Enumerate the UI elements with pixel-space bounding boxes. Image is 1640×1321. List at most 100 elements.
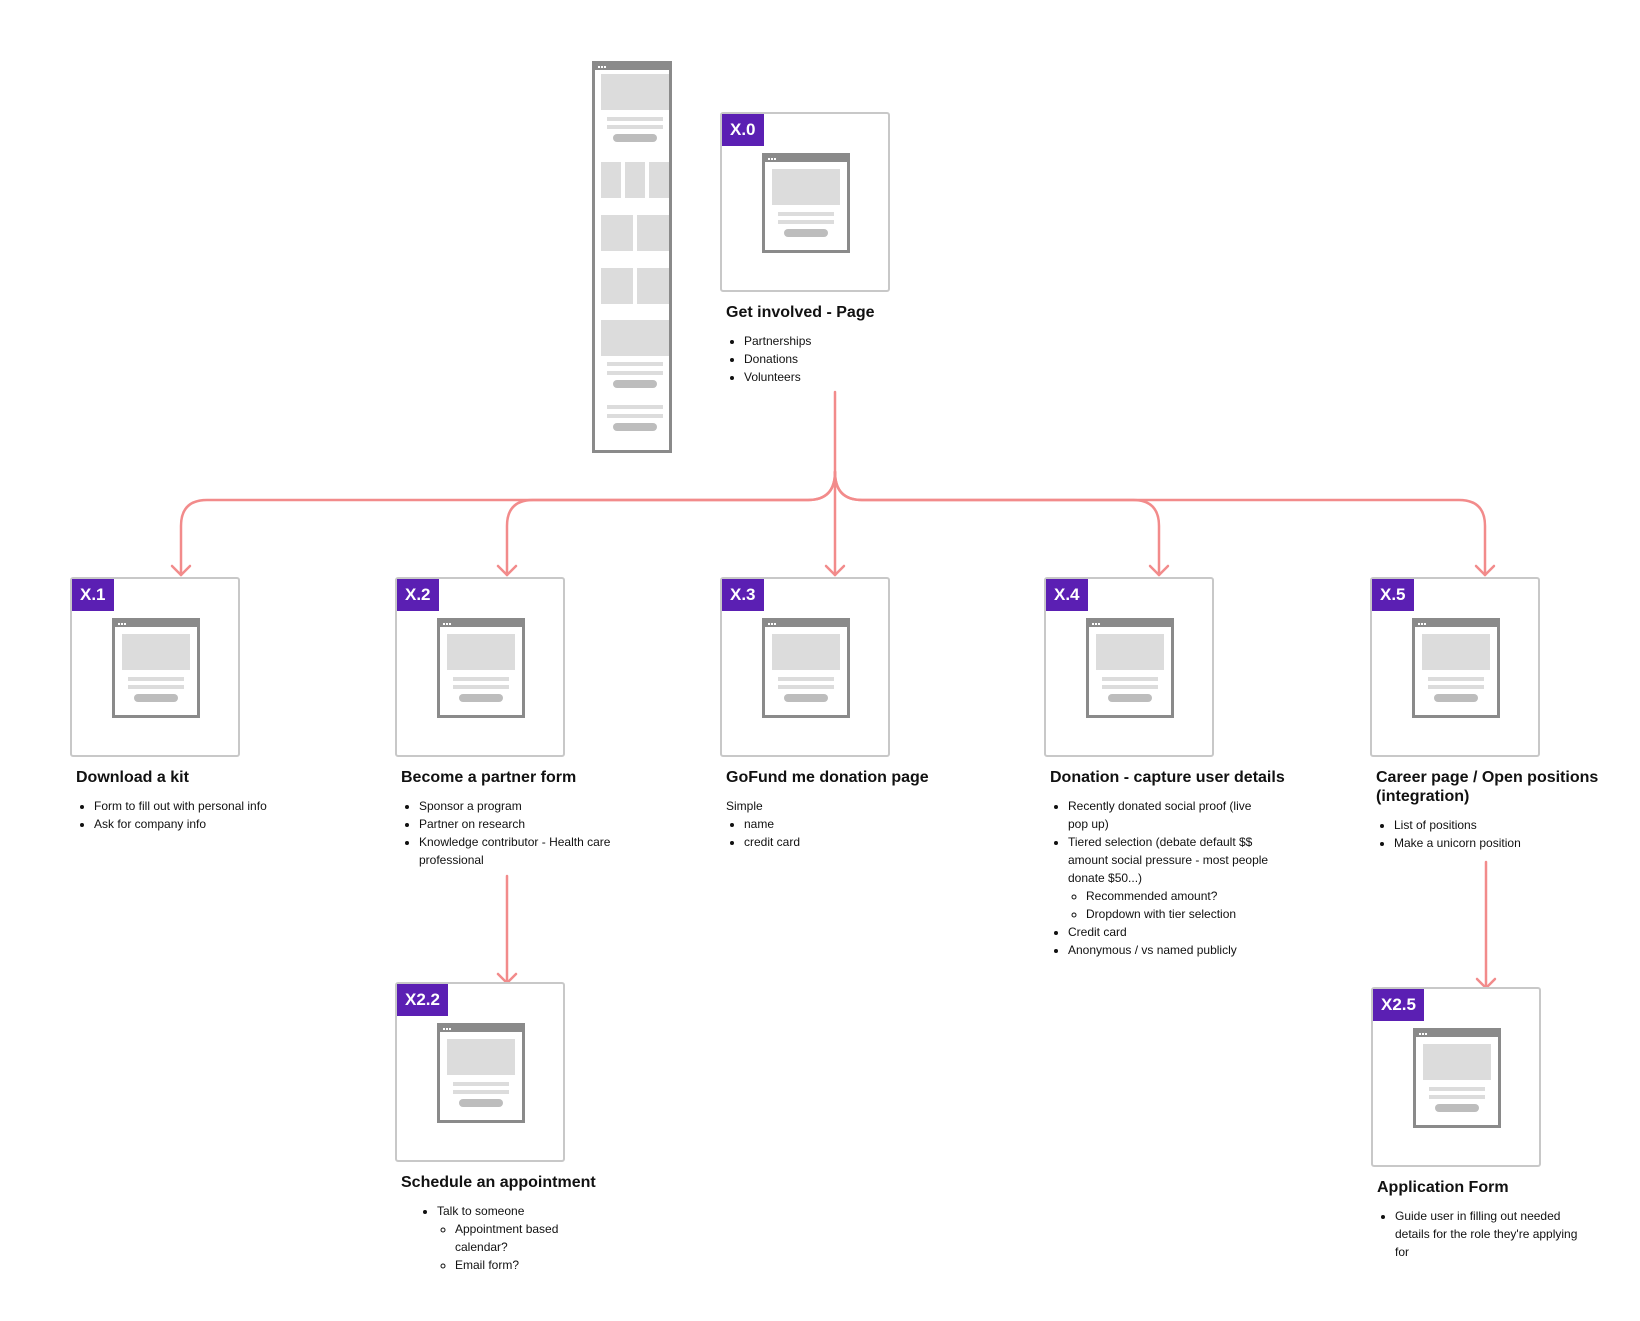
bullet-item: Talk to someone Appointment based calend… bbox=[437, 1202, 641, 1274]
bullet-list: Form to fill out with personal info Ask … bbox=[76, 797, 296, 833]
column-placeholder bbox=[601, 215, 633, 251]
bullet-item: Credit card bbox=[1068, 923, 1273, 941]
sub-bullet-item: Appointment based calendar? bbox=[455, 1220, 585, 1256]
text-line-placeholder bbox=[607, 117, 663, 121]
wireframe-screen-icon bbox=[437, 1023, 525, 1123]
node-x25-text: Application Form Guide user in filling o… bbox=[1377, 1178, 1597, 1261]
banner-placeholder bbox=[601, 320, 669, 356]
bullet-item: Knowledge contributor - Health care prof… bbox=[419, 833, 616, 869]
button-placeholder bbox=[613, 380, 657, 388]
bullet-item: Anonymous / vs named publicly bbox=[1068, 941, 1273, 959]
text-line-placeholder bbox=[607, 362, 663, 366]
connector-to-x5 bbox=[833, 470, 1487, 577]
node-badge: X.5 bbox=[1372, 579, 1414, 611]
sub-bullet-item: Email form? bbox=[455, 1256, 585, 1274]
arrow-down-icon bbox=[824, 564, 846, 577]
bullet-list: Recently donated social proof (live pop … bbox=[1050, 797, 1273, 959]
bullet-item: List of positions bbox=[1394, 816, 1631, 834]
node-badge: X2.5 bbox=[1373, 989, 1424, 1021]
arrow-down-icon bbox=[1148, 564, 1170, 577]
node-title: Download a kit bbox=[76, 769, 189, 786]
wireframe-screen-icon bbox=[762, 618, 850, 718]
bullet-item: credit card bbox=[744, 833, 986, 851]
arrow-down-icon bbox=[170, 564, 192, 577]
bullet-item: Tiered selection (debate default $$ amou… bbox=[1068, 833, 1273, 923]
node-x4-text: Donation - capture user details Recently… bbox=[1050, 768, 1320, 959]
bullet-item: Form to fill out with personal info bbox=[94, 797, 296, 815]
button-placeholder bbox=[613, 423, 657, 431]
bullet-item: name bbox=[744, 815, 986, 833]
bullet-list: name credit card bbox=[726, 815, 986, 851]
node-x1-text: Download a kit Form to fill out with per… bbox=[76, 768, 296, 833]
wireframe-screen-icon bbox=[762, 153, 850, 253]
node-title: Career page / Open positions (integratio… bbox=[1376, 769, 1599, 805]
node-x3-card: X.3 bbox=[720, 577, 890, 757]
node-x0-text: Get involved - Page Partnerships Donatio… bbox=[726, 303, 1026, 386]
column-placeholder bbox=[637, 215, 669, 251]
bullet-item: Partner on research bbox=[419, 815, 616, 833]
sub-bullet-item: Recommended amount? bbox=[1086, 887, 1273, 905]
bullet-list: Sponsor a program Partner on research Kn… bbox=[401, 797, 616, 869]
wireframe-screen-icon bbox=[437, 618, 525, 718]
bullet-item: Sponsor a program bbox=[419, 797, 616, 815]
node-badge: X.4 bbox=[1046, 579, 1088, 611]
bullet-item: Volunteers bbox=[744, 368, 1026, 386]
wireframe-screen-icon bbox=[1412, 618, 1500, 718]
bullet-item-text: Talk to someone bbox=[437, 1204, 525, 1218]
sub-bullet-list: Appointment based calendar? Email form? bbox=[437, 1220, 585, 1274]
text-line-placeholder bbox=[607, 125, 663, 129]
hero-placeholder bbox=[601, 74, 669, 110]
node-x5-text: Career page / Open positions (integratio… bbox=[1376, 768, 1631, 852]
node-title: Donation - capture user details bbox=[1050, 769, 1285, 786]
node-x0-card: X.0 bbox=[720, 112, 890, 292]
wireframe-screen-icon bbox=[112, 618, 200, 718]
node-badge: X.1 bbox=[72, 579, 114, 611]
bullet-item-text: Tiered selection (debate default $$ amou… bbox=[1068, 835, 1269, 885]
bullet-item: Recently donated social proof (live pop … bbox=[1068, 797, 1273, 833]
node-badge: X.0 bbox=[722, 114, 764, 146]
node-title: Become a partner form bbox=[401, 769, 577, 786]
arrow-down-icon bbox=[1474, 564, 1496, 577]
column-placeholder bbox=[637, 268, 669, 304]
node-x25-card: X2.5 bbox=[1371, 987, 1541, 1167]
bullet-list: Guide user in filling out needed details… bbox=[1377, 1207, 1585, 1261]
node-x2-text: Become a partner form Sponsor a program … bbox=[401, 768, 616, 869]
text-line-placeholder bbox=[607, 405, 663, 409]
node-x5-card: X.5 bbox=[1370, 577, 1540, 757]
text-line-placeholder bbox=[607, 371, 663, 375]
bullet-list: List of positions Make a unicorn positio… bbox=[1376, 816, 1631, 852]
column-placeholder bbox=[601, 268, 633, 304]
node-title: Application Form bbox=[1377, 1179, 1509, 1196]
column-placeholder bbox=[649, 162, 669, 198]
column-placeholder bbox=[625, 162, 645, 198]
bullet-item: Partnerships bbox=[744, 332, 1026, 350]
node-x22-text: Schedule an appointment Talk to someone … bbox=[401, 1173, 641, 1274]
node-badge: X2.2 bbox=[397, 984, 448, 1016]
window-dots-icon bbox=[595, 64, 669, 70]
node-x4-card: X.4 bbox=[1044, 577, 1214, 757]
node-x3-text: GoFund me donation page Simple name cred… bbox=[726, 768, 986, 851]
sub-bullet-item: Dropdown with tier selection bbox=[1086, 905, 1273, 923]
node-badge: X.2 bbox=[397, 579, 439, 611]
text-line-placeholder bbox=[607, 414, 663, 418]
bullet-item: Guide user in filling out needed details… bbox=[1395, 1207, 1585, 1261]
button-placeholder bbox=[613, 134, 657, 142]
wireframe-screen-icon bbox=[1413, 1028, 1501, 1128]
node-x1-card: X.1 bbox=[70, 577, 240, 757]
node-badge: X.3 bbox=[722, 579, 764, 611]
node-intro: Simple bbox=[726, 799, 763, 813]
sub-bullet-list: Recommended amount? Dropdown with tier s… bbox=[1068, 887, 1273, 923]
bullet-list: Partnerships Donations Volunteers bbox=[726, 332, 1026, 386]
bullet-item: Donations bbox=[744, 350, 1026, 368]
node-title: Schedule an appointment bbox=[401, 1174, 596, 1191]
node-x2-card: X.2 bbox=[395, 577, 565, 757]
column-placeholder bbox=[601, 162, 621, 198]
node-title: Get involved - Page bbox=[726, 304, 875, 321]
connector-to-x2 bbox=[505, 470, 837, 577]
node-title: GoFund me donation page bbox=[726, 769, 929, 786]
long-page-wireframe bbox=[592, 61, 672, 453]
bullet-item: Make a unicorn position bbox=[1394, 834, 1631, 852]
wireframe-screen-icon bbox=[1086, 618, 1174, 718]
arrow-down-icon bbox=[496, 564, 518, 577]
